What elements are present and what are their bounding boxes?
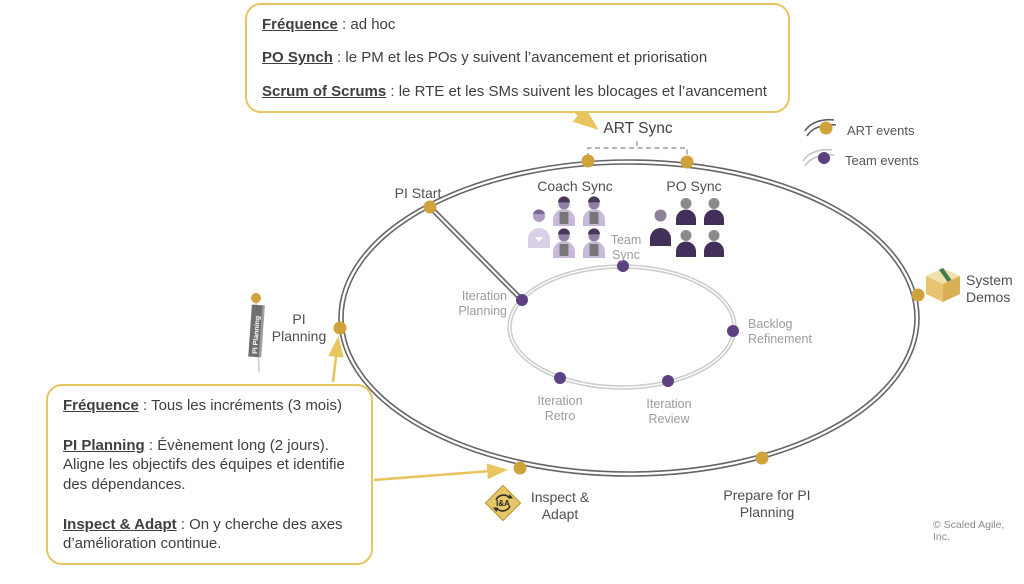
iteration-retro-dot bbox=[554, 372, 566, 384]
art-ring-outer bbox=[338, 159, 920, 477]
art-sync-bracket bbox=[587, 141, 688, 158]
team-ring-outer bbox=[507, 264, 737, 390]
product-owner-icon bbox=[704, 230, 724, 257]
iteration-planning-dot bbox=[516, 294, 528, 306]
legend-team-events: Team events bbox=[798, 147, 919, 173]
arrow-to-pi-planning-dot bbox=[328, 336, 344, 383]
pi-start-label: PI Start bbox=[394, 185, 442, 201]
scrum-master-icon bbox=[553, 228, 575, 258]
team-ring-inner bbox=[510, 267, 734, 387]
pi-planning-label: PI Planning bbox=[271, 311, 327, 344]
product-owner-icon bbox=[676, 198, 696, 225]
inspect-adapt-dot bbox=[513, 461, 527, 475]
system-demos-box-icon bbox=[926, 268, 960, 302]
art-ring-inner bbox=[342, 163, 916, 473]
callout-desc: : On y cherche des axes d’amélioration c… bbox=[63, 515, 343, 552]
callout-term: Inspect & Adapt bbox=[63, 515, 177, 533]
po-sync-people-icon bbox=[650, 198, 724, 257]
callout-desc: : Évènement long (2 jours). Aligne les o… bbox=[63, 437, 345, 493]
scrum-master-icon bbox=[583, 228, 605, 258]
callout-line: PO Synch : le PM et les POs y suivent l’… bbox=[262, 48, 773, 67]
arrow-to-inspect-adapt-dot bbox=[373, 463, 508, 482]
team-sync-label: Team Sync bbox=[610, 233, 642, 262]
iteration-review-label: Iteration Review bbox=[646, 397, 692, 426]
iteration-retro-label: Iteration Retro bbox=[537, 394, 583, 423]
team-sync-dot bbox=[617, 260, 629, 272]
inspect-adapt-label: Inspect & Adapt bbox=[530, 489, 590, 522]
pm-person-icon bbox=[650, 209, 671, 246]
coach-sync-dot bbox=[581, 154, 595, 168]
backlog-refinement-dot bbox=[727, 325, 739, 337]
callout-term: PO Synch bbox=[262, 49, 333, 67]
system-demos-dot bbox=[911, 288, 925, 302]
team-events-ring-icon bbox=[802, 148, 835, 167]
callout-line: Fréquence : Tous les incréments (3 mois) bbox=[63, 396, 356, 415]
prepare-pi-label: Prepare for PI Planning bbox=[723, 487, 811, 520]
art-sync-callout: Fréquence : ad hoc PO Synch : le PM et l… bbox=[245, 3, 790, 113]
art-events-ring-icon bbox=[804, 118, 837, 137]
ia-badge-text: I&A bbox=[496, 499, 510, 508]
callout-term: Fréquence bbox=[63, 397, 139, 414]
callout-desc: : le RTE et les SMs suivent les blocages… bbox=[386, 82, 767, 100]
iteration-planning-label: Iteration Planning bbox=[458, 289, 507, 318]
po-sync-dot bbox=[680, 155, 694, 169]
coach-sync-people-icon bbox=[528, 196, 605, 258]
backlog-refinement-label: Backlog Refinement bbox=[748, 317, 812, 346]
callout-line: PI Planning : Évènement long (2 jours). … bbox=[63, 436, 356, 494]
system-demos-label: System Demos bbox=[966, 272, 1013, 305]
callout-term: PI Planning bbox=[63, 437, 145, 455]
legend-art-events: ART events bbox=[800, 117, 914, 143]
callout-desc: : ad hoc bbox=[337, 16, 396, 33]
callout-term: Fréquence bbox=[262, 16, 338, 33]
prepare-pi-dot bbox=[755, 451, 769, 465]
legend-team-label: Team events bbox=[845, 152, 919, 168]
callout-line: Inspect & Adapt : On y cherche des axes … bbox=[63, 515, 356, 553]
pi-planning-flag-icon: PI Planning bbox=[248, 293, 265, 373]
inspect-adapt-diamond-icon: I&A bbox=[484, 484, 522, 522]
coach-person-icon bbox=[528, 209, 550, 248]
product-owner-icon bbox=[704, 198, 724, 225]
product-owner-icon bbox=[676, 230, 696, 257]
callout-line: Scrum of Scrums : le RTE et les SMs suiv… bbox=[262, 82, 773, 101]
coach-sync-label: Coach Sync bbox=[537, 178, 613, 194]
scrum-master-icon bbox=[583, 196, 605, 226]
art-sync-label: ART Sync bbox=[603, 120, 673, 137]
pi-planning-callout: Fréquence : Tous les incréments (3 mois)… bbox=[46, 384, 373, 565]
callout-desc: : le PM et les POs y suivent l’avancemen… bbox=[332, 49, 708, 67]
callout-desc: : Tous les incréments (3 mois) bbox=[138, 397, 342, 414]
copyright-notice: © Scaled Agile, Inc. bbox=[933, 519, 1005, 543]
po-sync-label: PO Sync bbox=[666, 178, 722, 194]
pi-start-chord bbox=[430, 205, 524, 300]
legend-art-label: ART events bbox=[847, 122, 915, 138]
callout-term: Scrum of Scrums bbox=[262, 82, 387, 100]
callout-line: Fréquence : ad hoc bbox=[262, 15, 773, 34]
scrum-master-icon bbox=[553, 196, 575, 226]
pi-start-dot bbox=[423, 200, 437, 214]
pi-start-chord bbox=[428, 207, 522, 302]
pi-planning-dot bbox=[333, 321, 347, 335]
flag-text: PI Planning bbox=[252, 316, 262, 355]
iteration-review-dot bbox=[662, 375, 674, 387]
